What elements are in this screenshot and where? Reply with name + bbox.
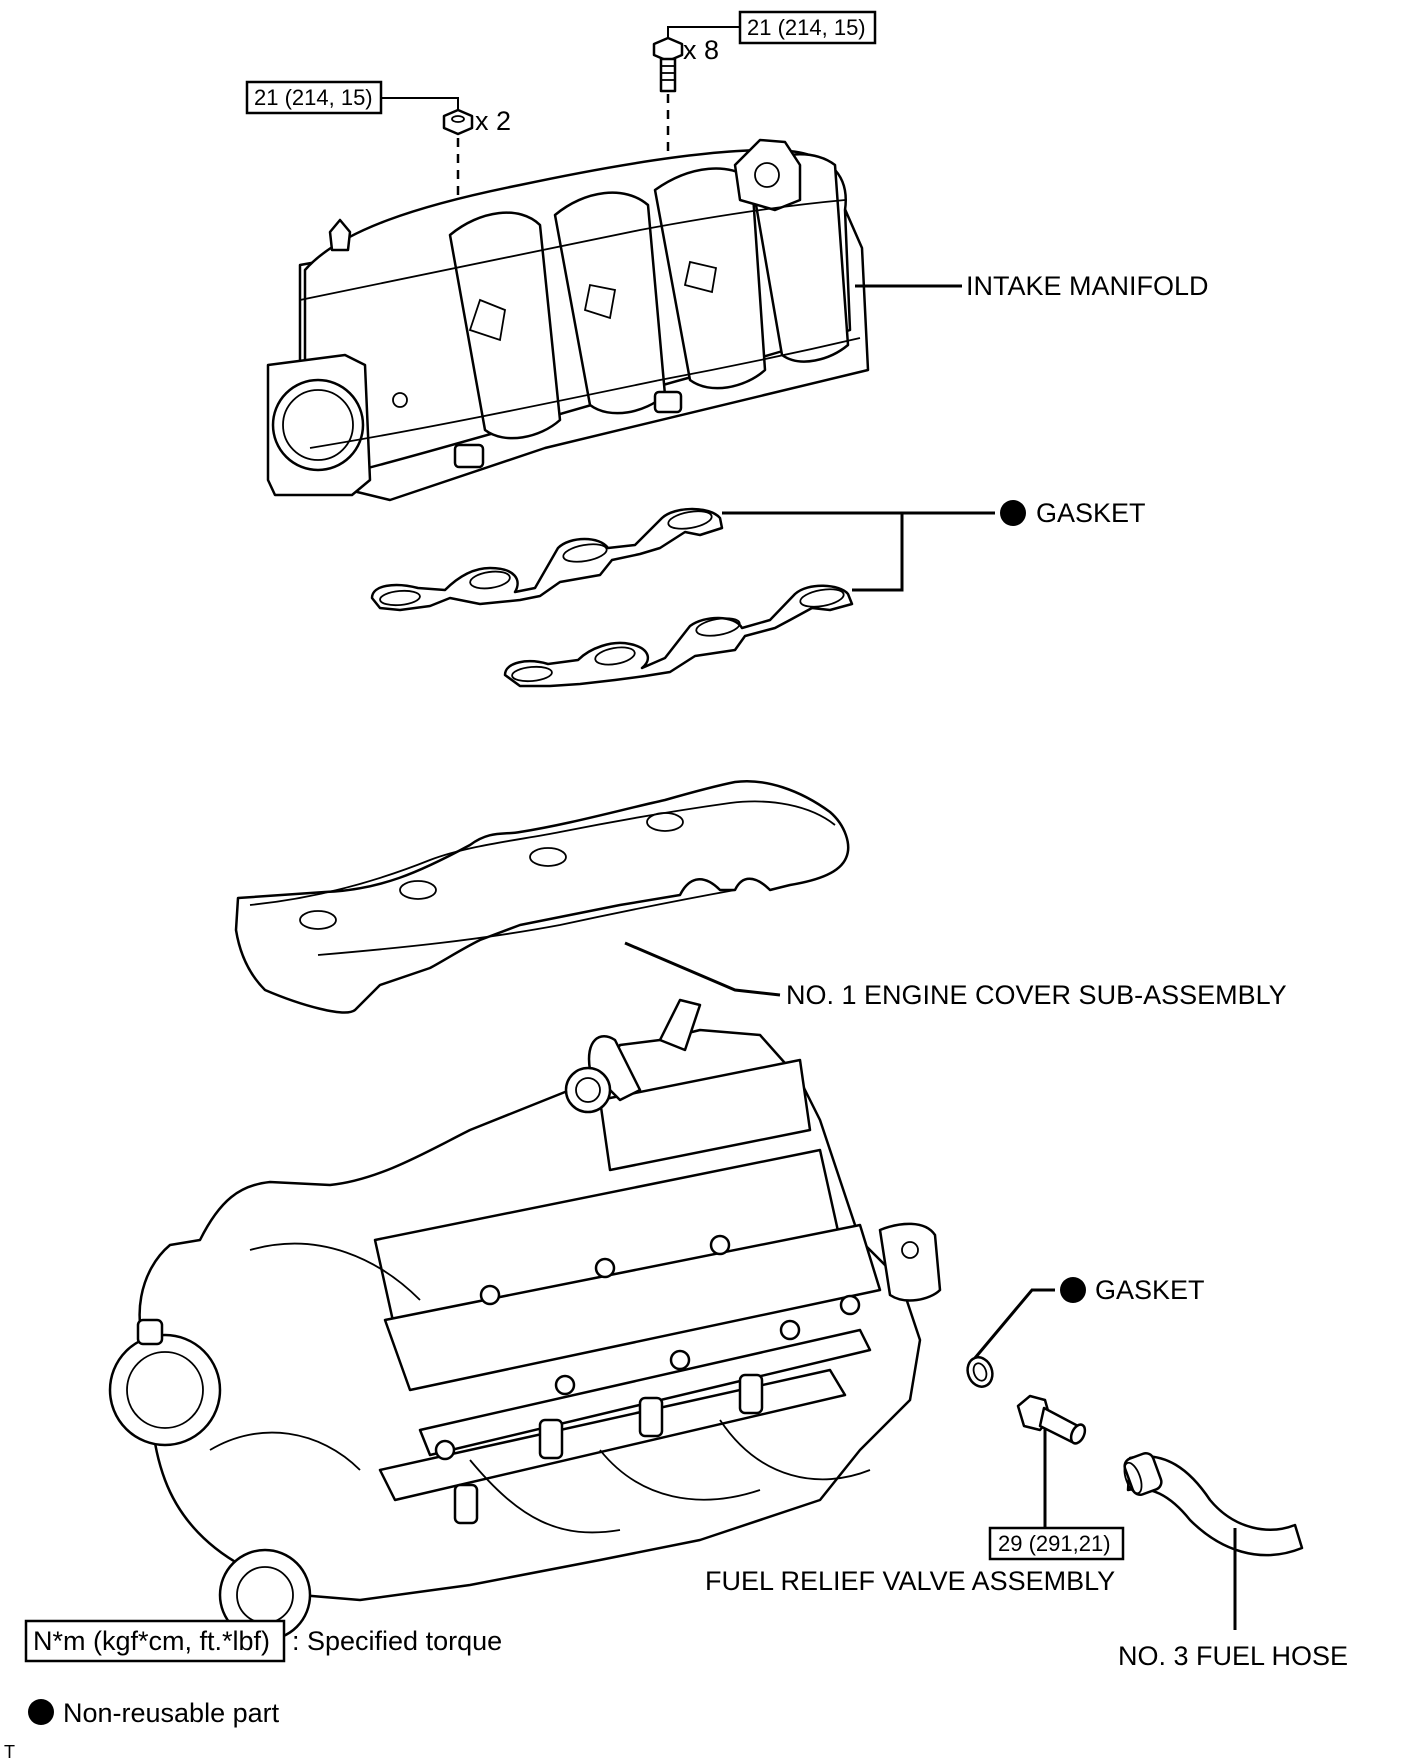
relief-gasket-callout: GASKET [973,1275,1205,1359]
nut-torque-leader [381,97,459,113]
engine-cover-drawing [234,780,850,1014]
engine-cover-callout: NO. 1 ENGINE COVER SUB-ASSEMBLY [624,941,1287,1010]
fuel-relief-valve-part [1016,1394,1087,1445]
relief-gasket-part [966,1356,994,1388]
bolt-torque-value: 21 (214, 15) [747,15,866,40]
legend-non-reusable: Non-reusable part [63,1698,280,1728]
relief-gasket-label: GASKET [1095,1275,1205,1305]
legend-torque-box [24,1619,286,1663]
legend-torque-unit: N*m (kgf*cm, ft.*lbf) [33,1626,270,1656]
engine-assembly-drawing [108,998,942,1642]
bolt-torque-callout: 21 (214, 15) x 8 [652,10,877,408]
legend-torque-desc: : Specified torque [292,1626,502,1656]
manifold-gasket-label: GASKET [1036,498,1146,528]
fuel-hose-callout: NO. 3 FUEL HOSE [1118,1528,1348,1671]
relief-gasket-leader [973,1288,1055,1359]
engine-cover-label: NO. 1 ENGINE COVER SUB-ASSEMBLY [786,980,1287,1010]
relief-valve-torque: 29 (291,21) [998,1531,1111,1556]
fuel-hose-label: NO. 3 FUEL HOSE [1118,1641,1348,1671]
corner-mark: T [4,1742,15,1762]
gasket-lower-leader [852,513,904,592]
manifold-gasket-drawing [370,507,854,688]
non-reusable-dot-icon [28,1699,54,1725]
intake-manifold-drawing [266,138,870,502]
relief-valve-callout: 29 (291,21) FUEL RELIEF VALVE ASSEMBLY [705,1428,1125,1596]
nut-icon [442,108,474,136]
legend: N*m (kgf*cm, ft.*lbf) : Specified torque… [24,1619,502,1728]
nut-torque-value: 21 (214, 15) [254,85,373,110]
relief-valve-torque-box [988,1526,1125,1561]
injector-bolts [434,1234,861,1525]
nut-quantity: x 2 [475,106,511,136]
bolt-quantity: x 8 [683,35,719,65]
non-reusable-dot-icon [1000,500,1026,526]
intake-manifold-callout: INTAKE MANIFOLD [855,271,1209,301]
intake-manifold-label: INTAKE MANIFOLD [966,271,1209,301]
relief-valve-label: FUEL RELIEF VALVE ASSEMBLY [705,1566,1115,1596]
non-reusable-dot-icon [1060,1277,1086,1303]
engine-cover-leader [624,941,781,997]
fuel-hose-part [1123,1452,1304,1557]
manifold-gasket-callout: GASKET [722,498,1146,592]
bolt-icon [652,36,684,93]
